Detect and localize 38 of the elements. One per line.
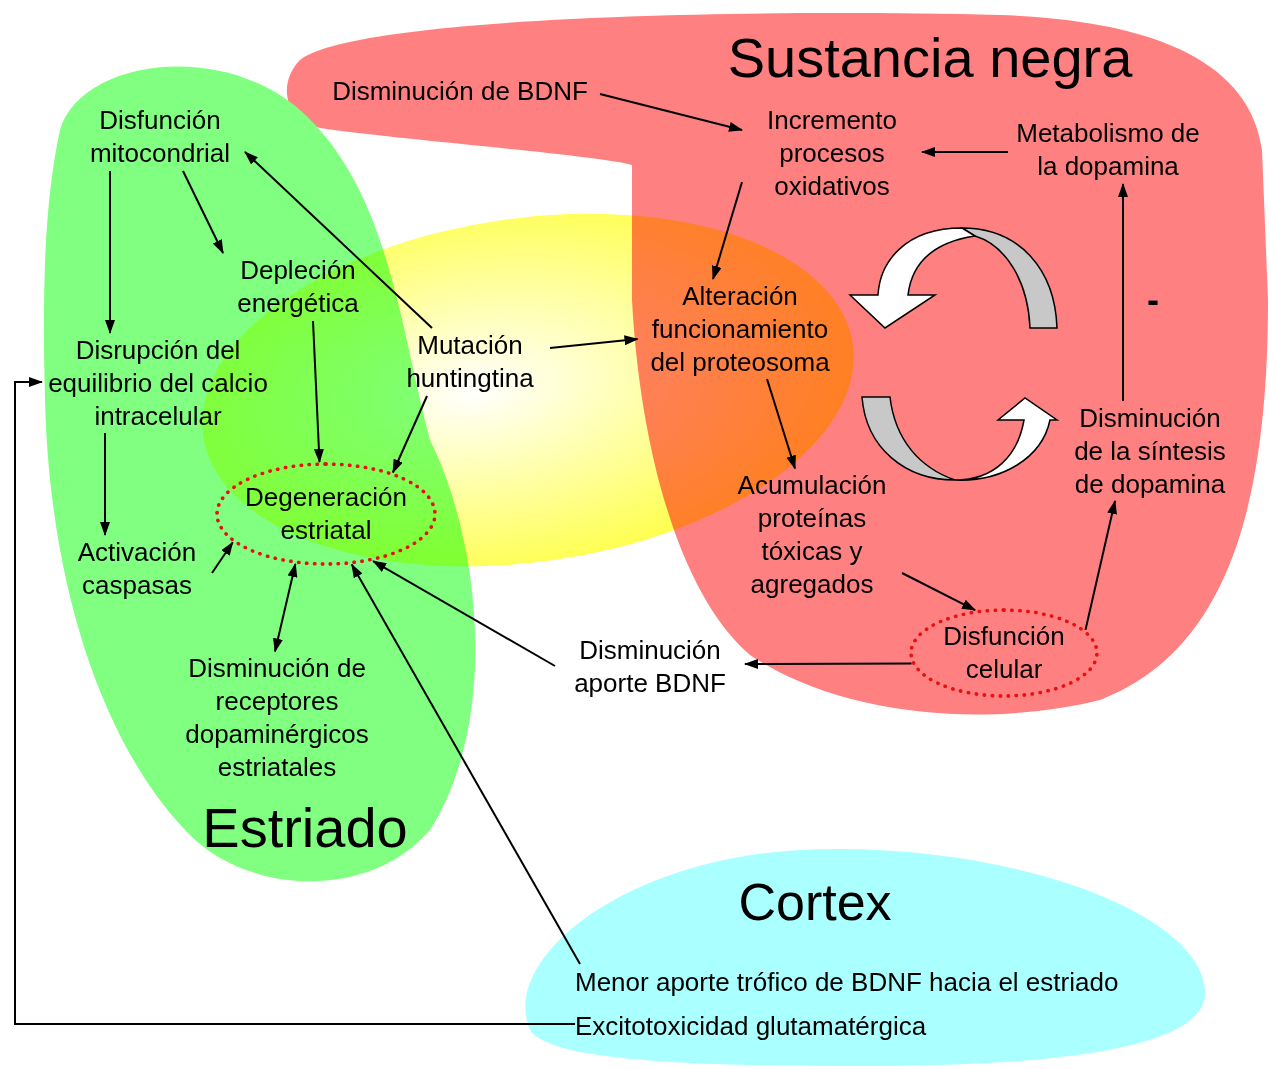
arrow: [14, 377, 576, 1025]
arrow: [105, 170, 115, 334]
node-label: Alteración funcionamiento del proteosoma: [637, 279, 843, 379]
arrow: [350, 563, 581, 965]
dotted-ellipse: Degeneración estriatal: [215, 462, 437, 566]
node-label: Activación caspasas: [62, 535, 212, 603]
node-label: Disrupción del equilibrio del calcio intracelular: [42, 333, 274, 433]
node-label: Acumulación proteínas tóxicas y agregados: [722, 468, 902, 602]
arrow: [372, 560, 556, 667]
arrow: [211, 541, 234, 574]
arrow: [100, 432, 110, 536]
arrow: [766, 378, 796, 470]
node-label: Disminución de BDNF: [320, 73, 600, 109]
arrow: [273, 563, 298, 653]
arrow: [921, 147, 1009, 157]
arrow: [244, 151, 433, 329]
node-label: Disminución aporte BDNF: [555, 633, 745, 701]
node-label: Disfunción mitocondrial: [75, 103, 245, 171]
arrow: [182, 170, 224, 254]
node-label: Depleción energética: [223, 253, 373, 321]
node-label: Mutación huntingtina: [390, 328, 550, 396]
node-label: Excitotoxicidad glutamatérgica: [575, 1008, 975, 1044]
arrow: [901, 572, 977, 612]
arrow: [1084, 500, 1117, 631]
dotted-ellipse: Disfunción celular: [909, 608, 1099, 698]
arrow: [549, 335, 639, 349]
arrow: [711, 181, 743, 280]
arrow: [312, 320, 324, 464]
node-label: Incremento procesos oxidativos: [742, 103, 922, 203]
node-label: Disminución de receptores dopaminérgicos estriatales: [162, 651, 392, 785]
node-label: Disminución de la síntesis de dopamina: [1062, 401, 1238, 501]
region-title: Cortex: [738, 876, 892, 928]
node-label: Metabolismo de la dopamina: [1008, 116, 1208, 184]
region-title: Estriado: [202, 800, 408, 856]
arrow: [1118, 183, 1128, 402]
arrow: [599, 93, 743, 132]
node-label: Menor aporte trófico de BDNF hacia el estriado: [575, 964, 1195, 1000]
arrow: [744, 658, 913, 669]
